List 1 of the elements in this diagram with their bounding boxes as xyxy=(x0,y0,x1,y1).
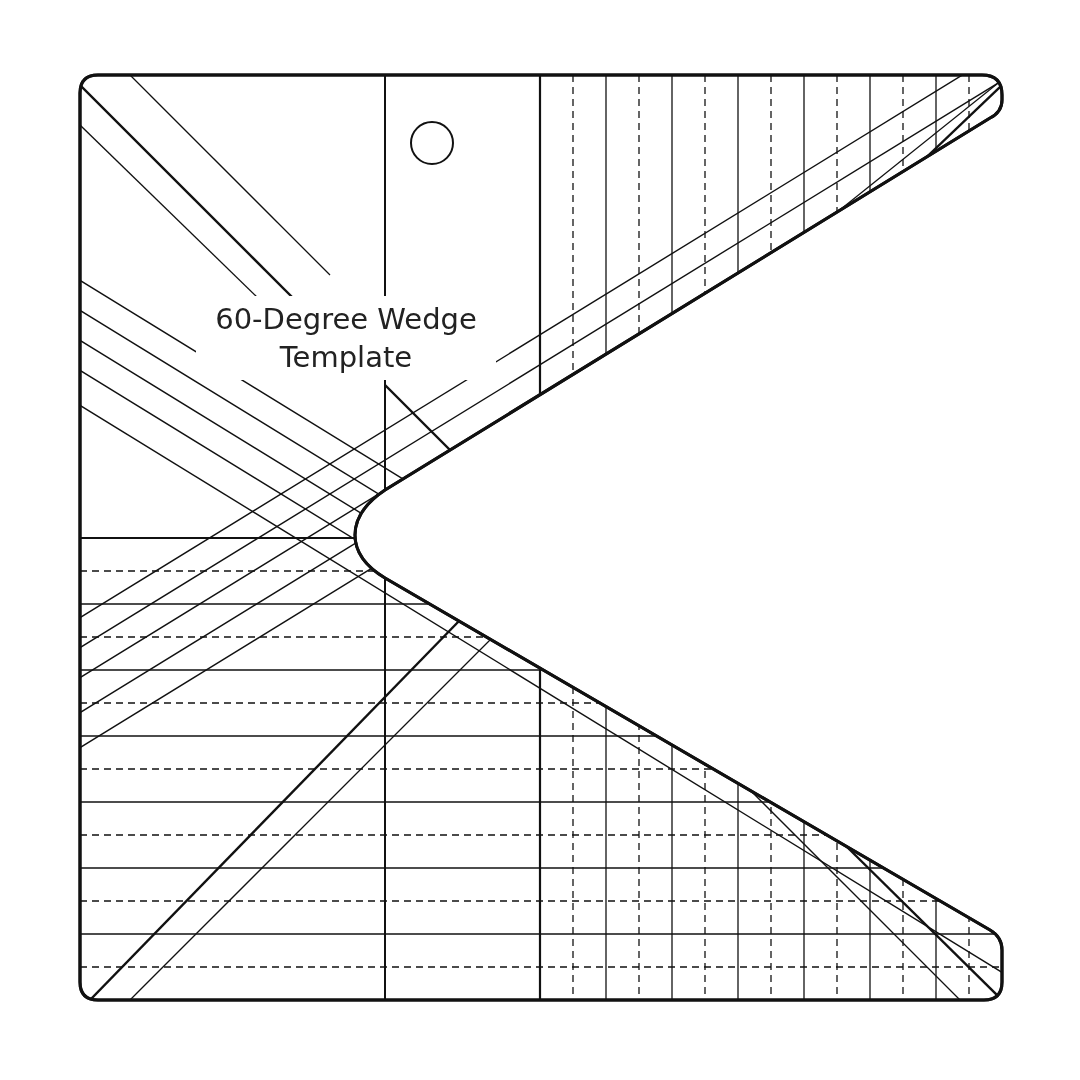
template-title: 60-Degree Wedge Template xyxy=(196,296,496,380)
